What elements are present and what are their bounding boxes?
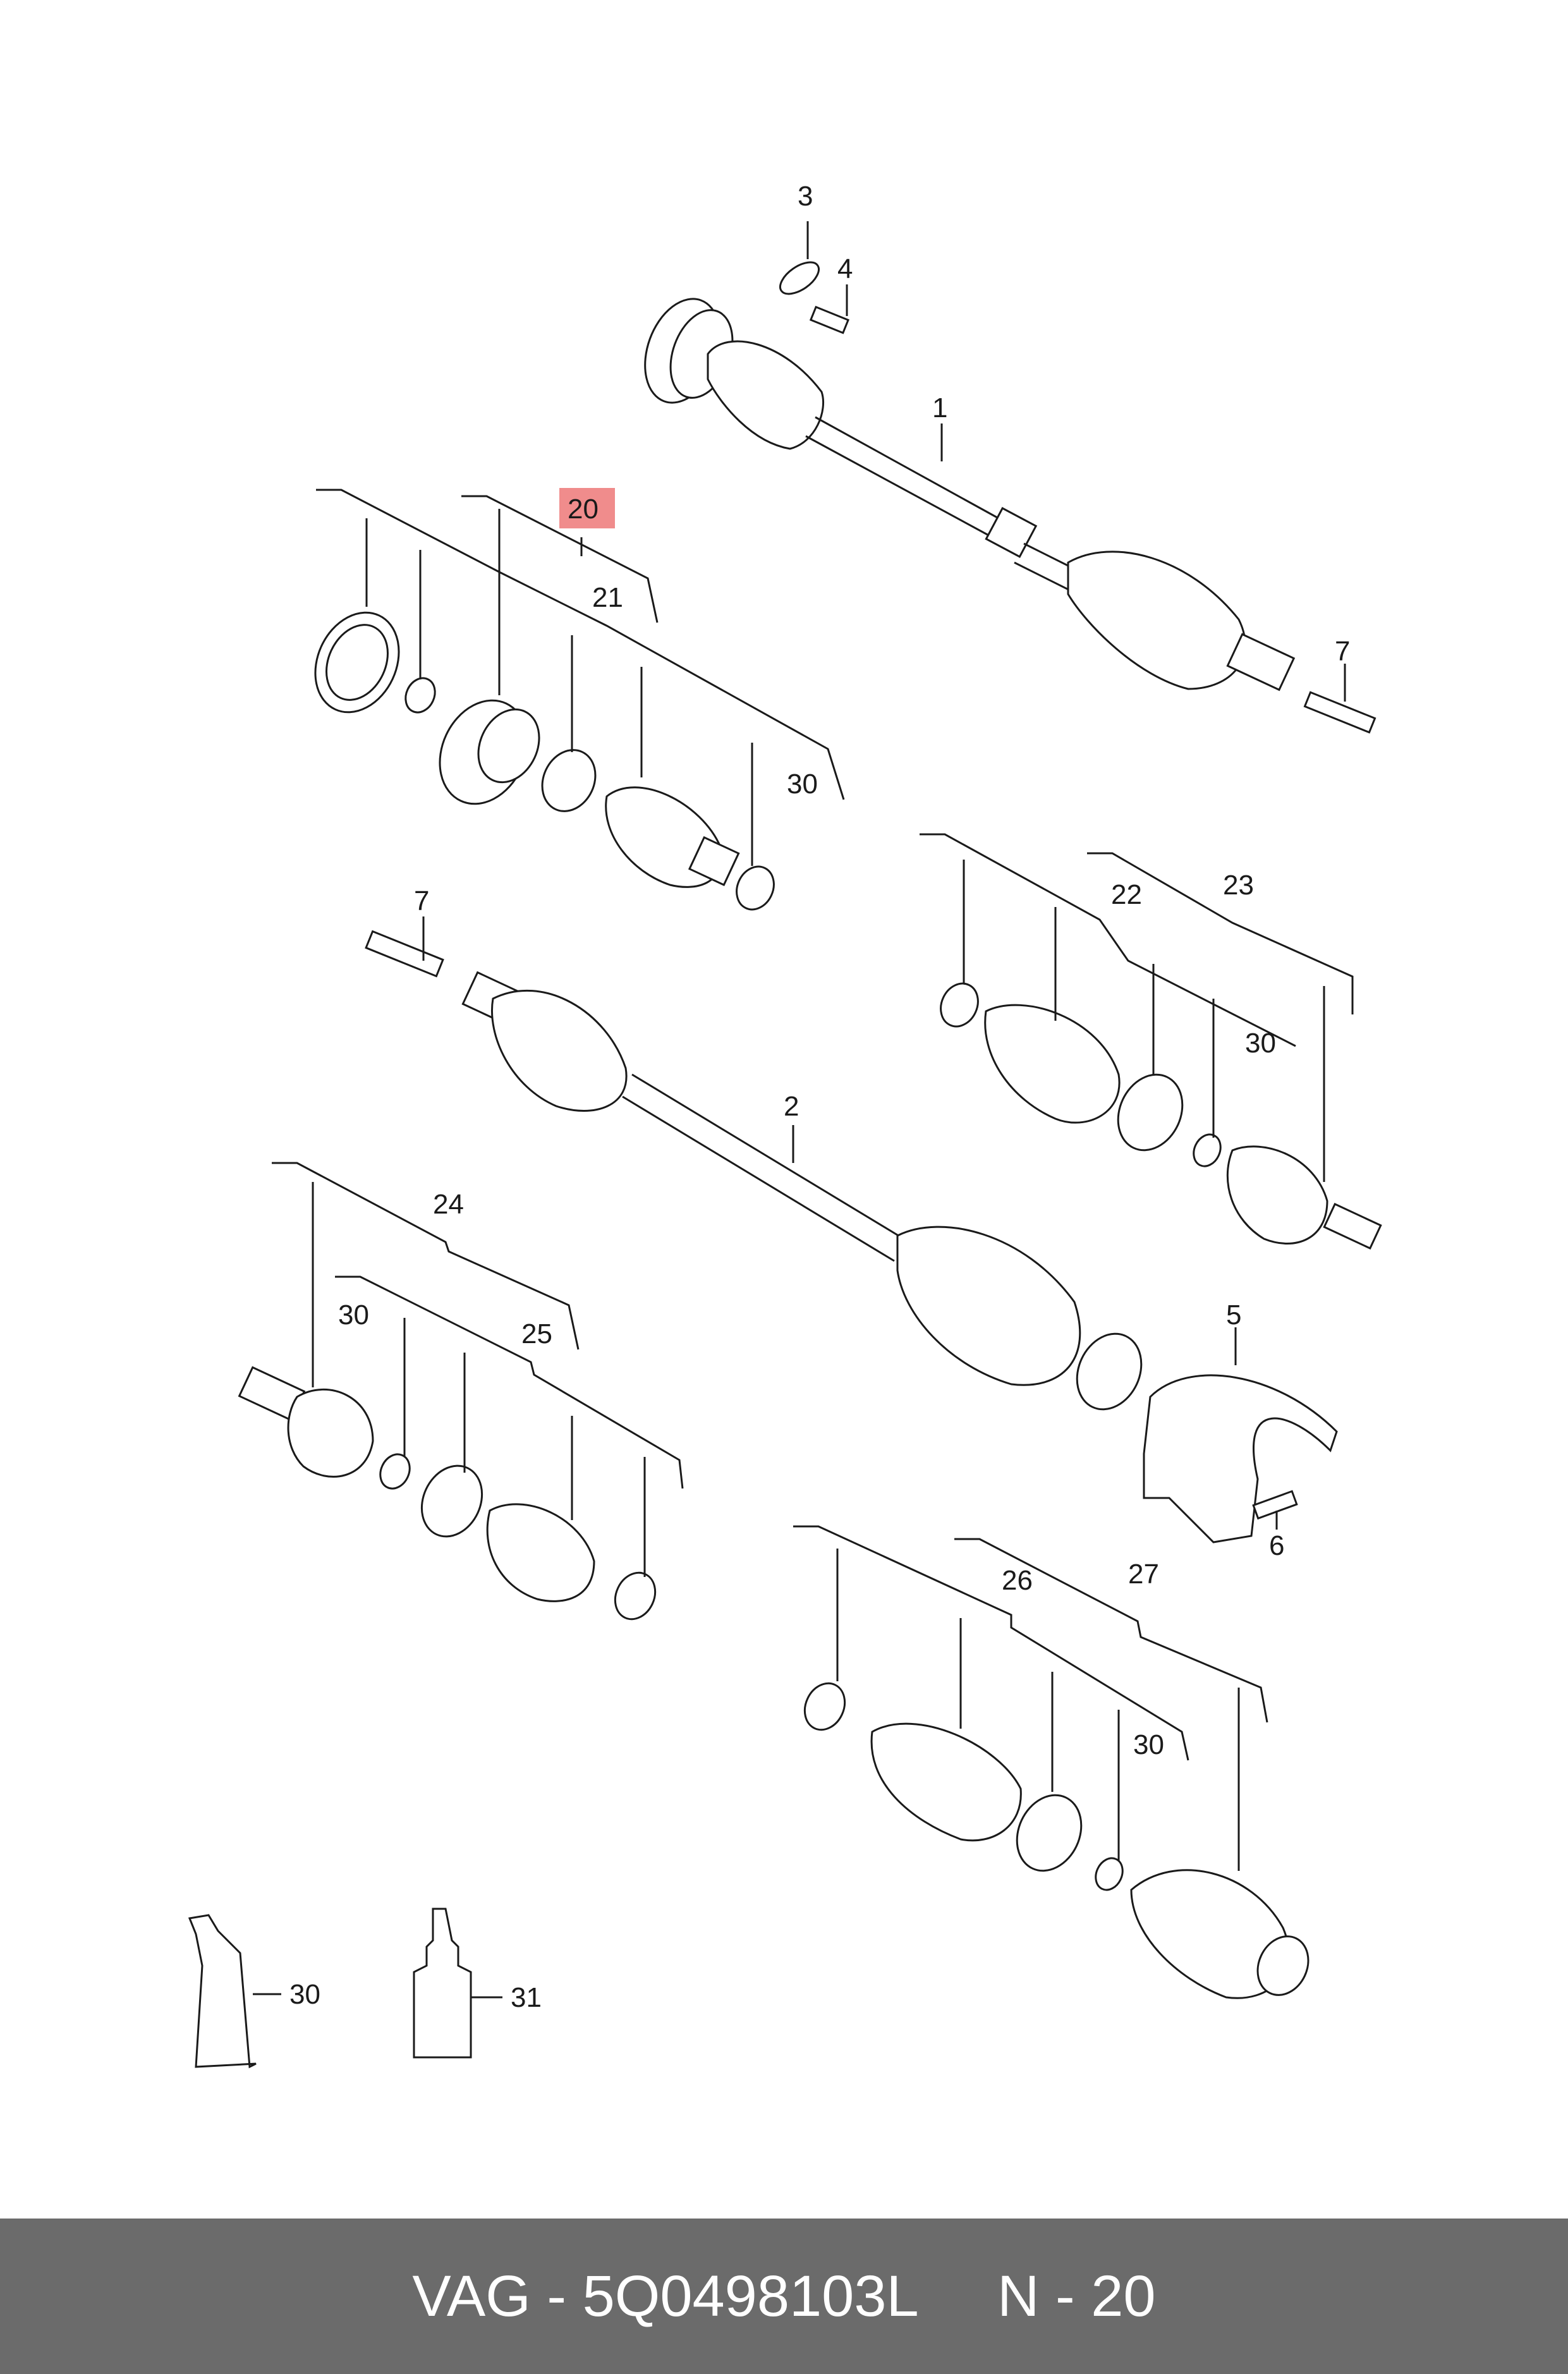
callout-21: 21 (592, 582, 623, 613)
bolt-7-lower (365, 930, 444, 978)
joint-kit-24-25 (238, 1366, 657, 1621)
callout-23: 23 (1223, 870, 1254, 901)
inner-joint-kit-20 (314, 611, 775, 911)
outer-joint-kit-22-23 (940, 982, 1382, 1250)
callout-31: 31 (511, 1982, 542, 2013)
retaining-plate-3 (779, 261, 820, 295)
group-22-23-bracket (920, 833, 1354, 1182)
callout-4: 4 (837, 253, 853, 284)
highlight-box-20 (559, 488, 615, 528)
callout-27: 27 (1128, 1559, 1159, 1590)
callout-6: 6 (1269, 1530, 1284, 1561)
bolt-7-upper (1303, 691, 1377, 734)
drive-shaft-2 (365, 930, 1143, 1411)
callout-20: 20 (568, 494, 599, 525)
part-number-footer: VAG - 5Q0498103L N - 20 (0, 2219, 1568, 2374)
callout-22: 22 (1111, 879, 1142, 910)
callout-30-d: 30 (1133, 1729, 1164, 1760)
callout-leaders (422, 221, 1346, 1530)
callout-26: 26 (1002, 1565, 1033, 1596)
callout-30-a: 30 (787, 769, 818, 800)
callout-5: 5 (1226, 1300, 1241, 1330)
callout-1: 1 (932, 393, 947, 423)
joint-kit-26-27 (803, 1682, 1310, 1999)
callout-labels: 3 4 1 20 21 7 30 7 22 23 30 2 24 30 25 5… (289, 181, 1350, 2013)
callout-30-e: 30 (289, 1979, 320, 2010)
footer-text: VAG - 5Q0498103L N - 20 (412, 2263, 1156, 2328)
grease-tube-30 (188, 1914, 281, 2069)
heat-shield-5 (1143, 1374, 1338, 1543)
group-26-27-bracket (793, 1525, 1268, 1871)
drive-shaft-1 (644, 298, 1296, 691)
callout-25: 25 (521, 1318, 552, 1349)
sealant-bottle-31 (413, 1908, 502, 2059)
callout-24: 24 (433, 1189, 464, 1220)
callout-3: 3 (798, 181, 813, 212)
callout-7-upper: 7 (1335, 636, 1350, 667)
callout-7-lower: 7 (414, 886, 429, 916)
bolt-4 (809, 305, 850, 334)
callout-2: 2 (784, 1091, 799, 1122)
callout-30-c: 30 (338, 1300, 369, 1330)
exploded-parts-diagram: 3 4 1 20 21 7 30 7 22 23 30 2 24 30 25 5… (188, 181, 1382, 2069)
group-24-25-bracket (272, 1162, 684, 1577)
group-20-21-bracket (316, 489, 845, 866)
callout-30-b: 30 (1245, 1028, 1276, 1059)
